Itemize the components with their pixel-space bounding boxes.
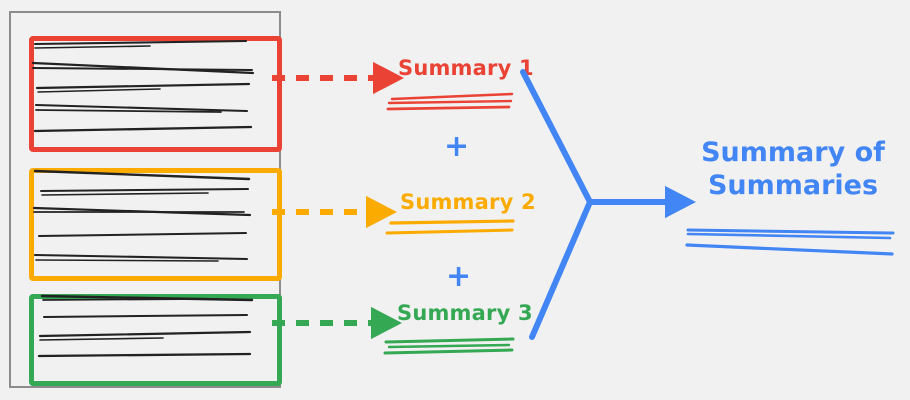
final-output-line2: Summaries	[707, 169, 879, 201]
summary-1-label: Summary 1	[398, 56, 534, 80]
summary-3-label: Summary 3	[397, 301, 533, 325]
plus-operator-2: +	[446, 259, 472, 294]
summary-3-scribble	[383, 337, 515, 355]
summary-2-scribble	[385, 219, 515, 235]
summary-1-scribble	[386, 92, 514, 111]
document-chunk-yellow	[29, 168, 282, 281]
merge-branch-bottom	[529, 199, 593, 340]
merge-branch-top	[520, 69, 593, 205]
plus-operator-1: +	[444, 129, 470, 164]
document-chunk-red	[29, 36, 282, 152]
summary-2-label: Summary 2	[400, 190, 536, 214]
final-output-label: Summary of Summaries	[690, 137, 896, 203]
final-output-line1: Summary of	[701, 137, 885, 168]
